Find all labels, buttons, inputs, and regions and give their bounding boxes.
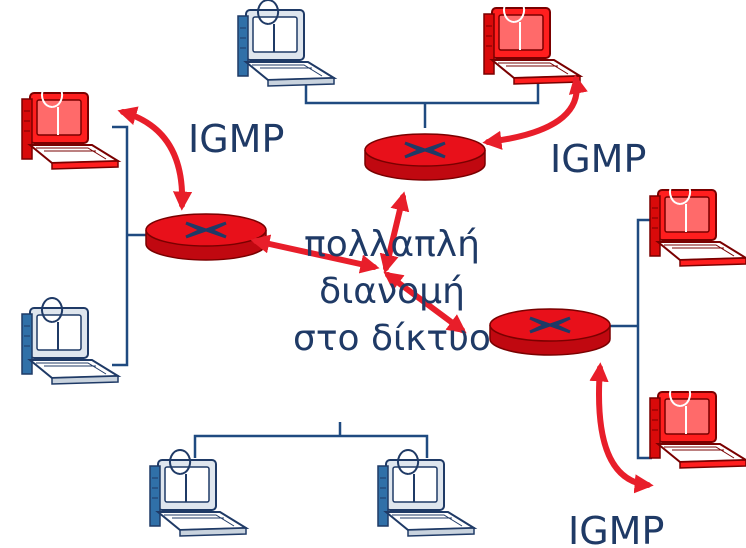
caption-line: πολλαπλή (304, 224, 480, 265)
igmp-arrows (117, 74, 654, 494)
caption-line: στο δίκτυο (293, 318, 491, 359)
computer-member-icon (649, 179, 746, 267)
computer-member-icon (483, 0, 581, 85)
computer-icon (237, 0, 335, 87)
computer-member-icon (21, 82, 119, 170)
caption-line: διανομή (319, 271, 465, 312)
computer-icon (21, 297, 119, 385)
network-multicast-caption: πολλαπλή διανομή στο δίκτυο (262, 221, 522, 362)
igmp-label: IGMP (188, 117, 285, 161)
igmp-label: IGMP (568, 509, 665, 548)
router-icon (363, 132, 487, 182)
multicast-routing-arrows (250, 191, 467, 334)
computer-member-icon (649, 381, 746, 469)
router-icon (144, 212, 268, 262)
computer-icon (377, 449, 475, 537)
computer-icon (149, 449, 247, 537)
igmp-label: IGMP (550, 137, 647, 181)
